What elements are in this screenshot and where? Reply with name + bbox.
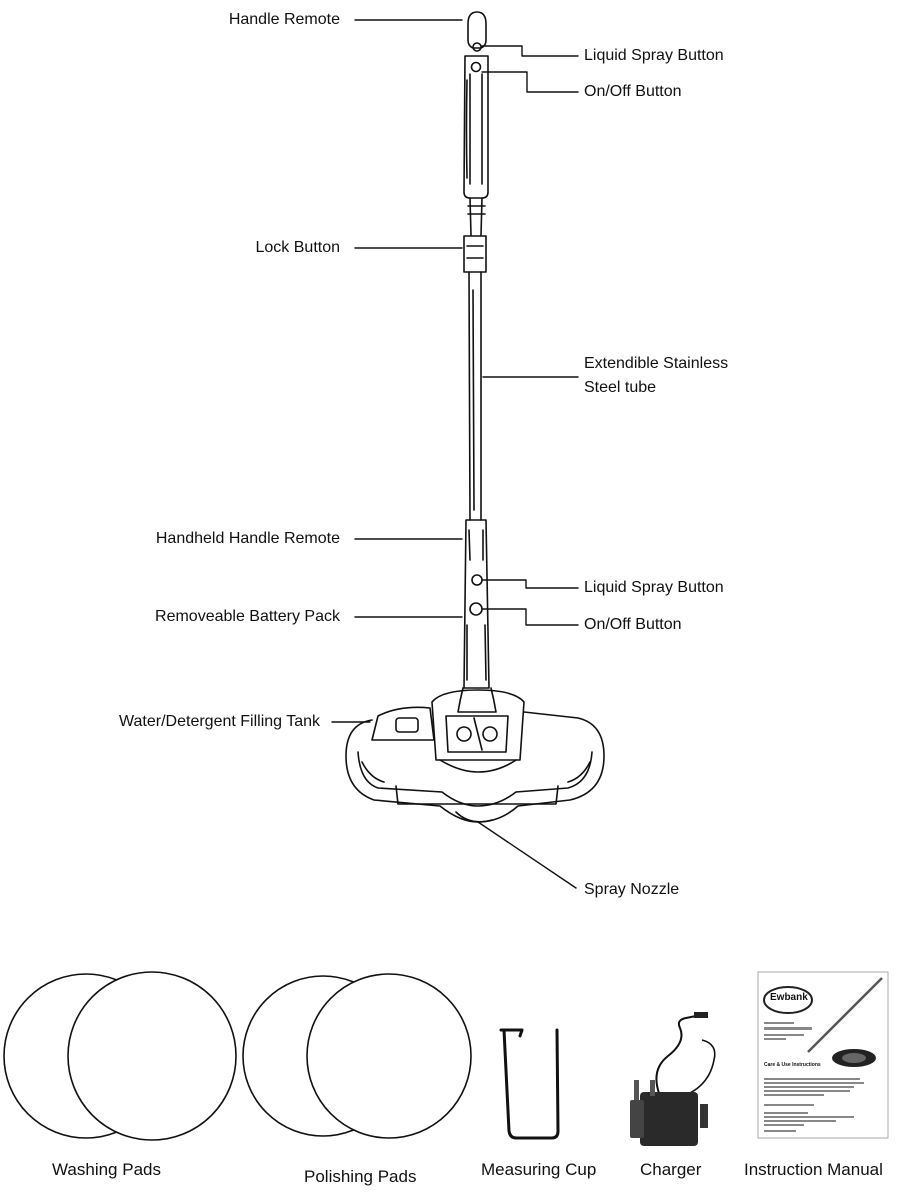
label-lock-button: Lock Button [255, 239, 341, 256]
label-filling-tank: Water/Detergent Filling Tank [119, 713, 320, 730]
caption-washing-pads: Washing Pads [52, 1160, 161, 1179]
measuring-cup-icon [499, 1028, 560, 1140]
line-on-off-top [481, 71, 579, 93]
manual-brand-logo: Ewbank [770, 992, 808, 1003]
label-handle-remote: Handle Remote [228, 11, 340, 28]
manual-care-heading: Care & Use Instructions [764, 1062, 821, 1068]
line-on-off-bottom [482, 608, 579, 626]
caption-charger: Charger [640, 1160, 702, 1179]
label-on-off-bottom: On/Off Button [584, 616, 682, 633]
label-spray-nozzle: Spray Nozzle [584, 881, 680, 898]
label-handheld-remote: Handheld Handle Remote [155, 530, 340, 547]
label-steel-tube-line2: Steel tube [584, 379, 657, 396]
floor-polisher-illustration [345, 11, 605, 823]
line-spray-nozzle [477, 821, 577, 889]
label-liquid-spray-top: Liquid Spray Button [584, 47, 724, 64]
label-steel-tube-line1: Extendible Stainless [584, 355, 729, 372]
caption-measuring-cup: Measuring Cup [481, 1160, 597, 1179]
callout-lines [331, 19, 579, 889]
label-liquid-spray-bottom: Liquid Spray Button [584, 579, 724, 596]
label-battery-pack: Removeable Battery Pack [155, 608, 340, 625]
caption-instruction-manual: Instruction Manual [744, 1160, 883, 1179]
polishing-pads-illustration [242, 973, 472, 1139]
label-on-off-top: On/Off Button [584, 83, 682, 100]
washing-pads-illustration [3, 971, 237, 1141]
line-liquid-spray-top [481, 45, 579, 57]
caption-polishing-pads: Polishing Pads [304, 1167, 417, 1186]
manual-booklet-icon [757, 971, 889, 1139]
line-liquid-spray-bottom [482, 579, 579, 589]
wall-charger-icon [630, 1012, 716, 1146]
